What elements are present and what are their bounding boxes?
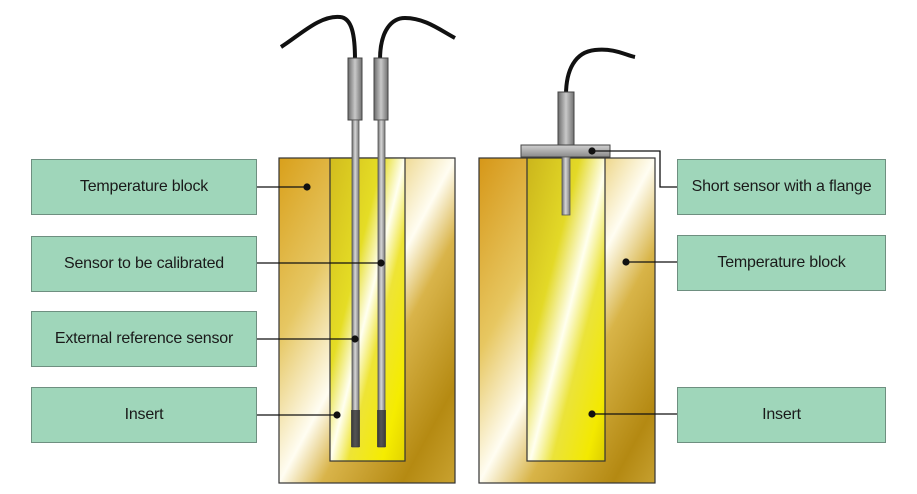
label-text: Sensor to be calibrated — [64, 255, 224, 272]
label-insert-left: Insert — [31, 387, 257, 443]
label-temperature-block-left: Temperature block — [31, 159, 257, 215]
label-text: Insert — [762, 406, 801, 423]
left-sensor-cable-1 — [279, 14, 357, 61]
left-insert — [329, 157, 406, 462]
label-text: Short sensor with a flange — [691, 178, 872, 195]
label-text: Temperature block — [79, 178, 209, 195]
label-short-sensor-with-flange: Short sensor with a flange — [677, 159, 886, 215]
leader-lines-right — [588, 147, 677, 418]
left-sensor-cable-2 — [378, 15, 456, 61]
label-text: External reference sensor — [54, 330, 234, 347]
external-reference-sensor — [347, 57, 363, 448]
label-insert-right: Insert — [677, 387, 886, 443]
label-sensor-to-be-calibrated: Sensor to be calibrated — [31, 236, 257, 292]
label-external-reference-sensor: External reference sensor — [31, 311, 257, 367]
label-text: Insert — [124, 406, 164, 423]
label-temperature-block-right: Temperature block — [677, 235, 886, 291]
short-sensor-with-flange — [520, 91, 611, 216]
short-sensor-cable — [564, 47, 636, 96]
sensor-to-be-calibrated — [373, 57, 389, 448]
left-temperature-block — [278, 157, 456, 484]
leader-lines-left — [257, 183, 385, 419]
label-text: Temperature block — [717, 254, 846, 271]
